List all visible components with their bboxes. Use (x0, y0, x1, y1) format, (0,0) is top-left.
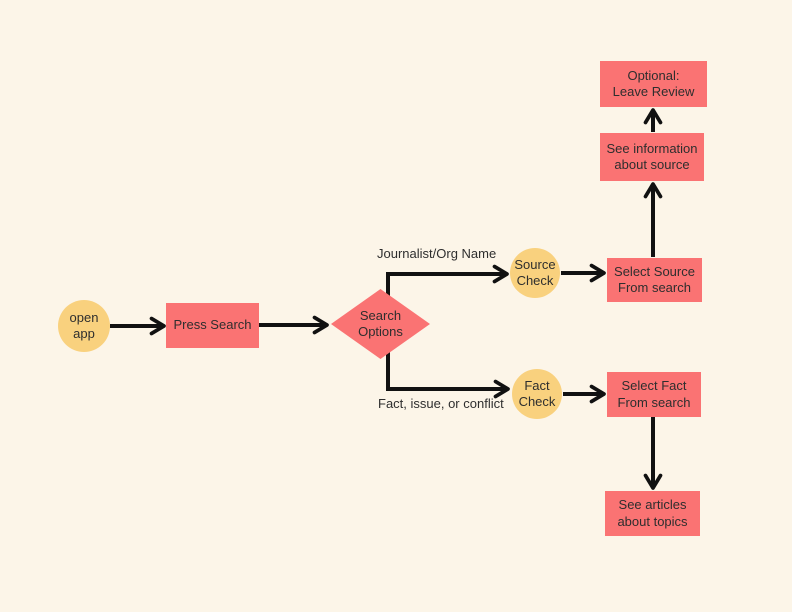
node-optional-review[interactable]: Optional: Leave Review (600, 61, 707, 107)
node-press-search-label: Press Search (173, 317, 252, 333)
node-optional-review-label: Optional: Leave Review (612, 67, 695, 99)
node-open-app[interactable]: open app (58, 300, 110, 352)
node-press-search[interactable]: Press Search (166, 303, 259, 348)
node-select-source[interactable]: Select Source From search (607, 258, 702, 302)
node-fact-check-label: Fact Check (518, 377, 556, 409)
node-see-articles[interactable]: See articles about topics (605, 491, 700, 536)
node-fact-check[interactable]: Fact Check (512, 369, 562, 419)
node-source-check-label: Source Check (514, 256, 556, 288)
node-select-fact[interactable]: Select Fact From search (607, 372, 701, 417)
node-source-check[interactable]: Source Check (510, 248, 560, 298)
node-see-information[interactable]: See information about source (600, 133, 704, 181)
node-select-source-label: Select Source From search (614, 263, 695, 295)
node-open-app-label: open app (69, 309, 99, 341)
edge-label-fact-issue-conflict: Fact, issue, or conflict (378, 396, 504, 411)
node-search-options-label: Search Options (358, 307, 403, 339)
edge-label-journalist-org-name: Journalist/Org Name (377, 246, 497, 261)
node-select-fact-label: Select Fact From search (617, 378, 691, 410)
node-see-information-label: See information about source (606, 140, 698, 172)
node-see-articles-label: See articles about topics (617, 497, 688, 529)
